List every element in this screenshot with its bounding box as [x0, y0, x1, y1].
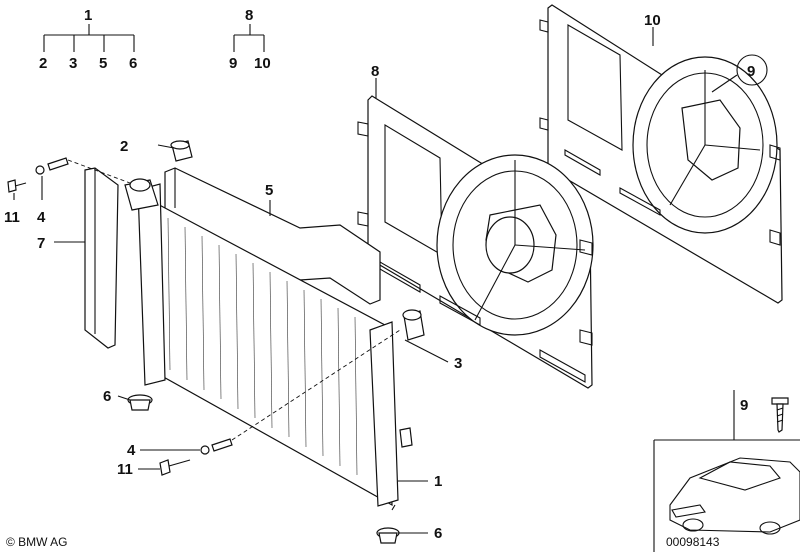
- tree2-child-label: 9: [229, 55, 237, 72]
- fastener-bottom: [159, 438, 233, 476]
- tree2-parent-label: 8: [245, 7, 253, 24]
- rubber-mount-right: [402, 309, 425, 341]
- side-seal: [84, 167, 119, 349]
- fastener-top: [7, 157, 69, 193]
- tree1-child-label: 6: [129, 55, 137, 72]
- tree1-child-label: 2: [39, 55, 47, 72]
- fan-shroud-rear: [539, 4, 783, 304]
- callout-11-bottom: 11: [117, 461, 133, 478]
- hierarchy-tree-1: 1 2 3 5 6: [39, 7, 137, 72]
- callout-circle: [736, 54, 768, 86]
- hierarchy-tree-8: 8 9 10: [229, 7, 271, 72]
- tree1-child-label: 5: [99, 55, 107, 72]
- callout-4-bottom: 4: [127, 442, 136, 459]
- car-outline-icon: [669, 457, 800, 535]
- callout-2: 2: [120, 138, 128, 155]
- callout-7: 7: [37, 235, 45, 252]
- radiator-core-fins: [167, 217, 358, 476]
- vehicle-location-inset: [653, 439, 800, 552]
- rubber-mount-bottom-left: [127, 394, 153, 411]
- callout-6-bottom: 6: [434, 525, 442, 542]
- callout-11-top: 11: [4, 209, 20, 226]
- tree1-parent-label: 1: [84, 7, 92, 24]
- fan-shroud-front: [357, 95, 594, 389]
- image-code-label: 00098143: [666, 535, 720, 549]
- screw-inset-box: 9: [733, 390, 800, 441]
- callout-9-circled: 9: [747, 63, 755, 80]
- callout-3: 3: [454, 355, 462, 372]
- tree1-child-label: 3: [69, 55, 77, 72]
- callout-10: 10: [644, 12, 661, 29]
- callout-6-top: 6: [103, 388, 111, 405]
- screw-icon: [771, 397, 789, 433]
- copyright-label: © BMW AG: [6, 535, 68, 549]
- tree2-child-label: 10: [254, 55, 271, 72]
- callout-4-top: 4: [37, 209, 46, 226]
- callout-1: 1: [434, 473, 442, 490]
- rubber-mount-bottom: [376, 527, 400, 544]
- callout-8: 8: [371, 63, 379, 80]
- inset-screw-label: 9: [740, 397, 748, 414]
- callout-5: 5: [265, 182, 273, 199]
- rubber-mount-top: [170, 140, 193, 162]
- radiator: [124, 178, 413, 511]
